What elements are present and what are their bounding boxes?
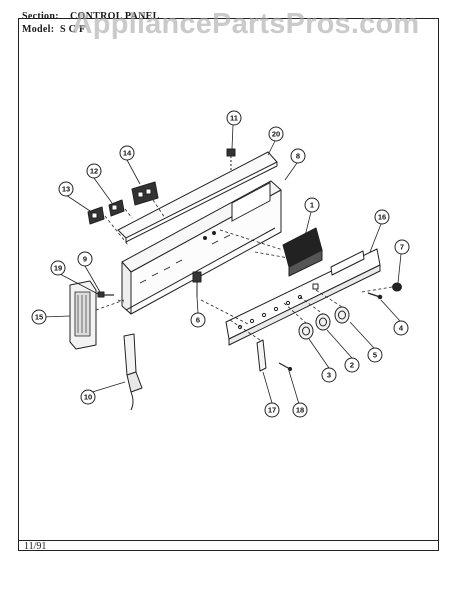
callout-3 bbox=[321, 367, 337, 383]
callout-7 bbox=[394, 239, 410, 255]
callout-4-number: 4 bbox=[399, 324, 404, 333]
callout-5-number: 5 bbox=[373, 351, 377, 360]
callout-9 bbox=[77, 251, 93, 267]
part-17-trim-post bbox=[256, 339, 267, 372]
callout-13 bbox=[58, 181, 74, 197]
callout-18-number: 18 bbox=[296, 406, 304, 415]
section-value: CONTROL PANEL bbox=[70, 11, 160, 22]
callout-12 bbox=[86, 163, 102, 179]
callout-8-number: 8 bbox=[296, 152, 300, 161]
part-3-knob bbox=[298, 322, 314, 340]
callout-19 bbox=[50, 260, 66, 276]
callout-13-number: 13 bbox=[62, 185, 70, 194]
callout-3-number: 3 bbox=[327, 371, 331, 380]
part-19-pin bbox=[97, 291, 105, 298]
callout-15 bbox=[31, 309, 47, 325]
callout-7-number: 7 bbox=[400, 243, 404, 252]
part-16-control-plate bbox=[225, 248, 381, 346]
page-frame bbox=[18, 18, 439, 551]
callout-6 bbox=[190, 312, 206, 328]
callout-20 bbox=[268, 126, 284, 142]
callout-20-number: 20 bbox=[272, 130, 280, 139]
callout-11 bbox=[226, 110, 242, 126]
callout-17-number: 17 bbox=[268, 406, 276, 415]
part-10-bracket bbox=[123, 333, 143, 411]
part-2-knob bbox=[315, 313, 331, 331]
part-5-knob bbox=[334, 306, 350, 324]
callout-15-number: 15 bbox=[35, 313, 43, 322]
part-4-screw bbox=[367, 292, 383, 300]
callout-11-number: 11 bbox=[230, 114, 238, 123]
part-20-trim-strip bbox=[117, 151, 278, 243]
part-14-switch-block bbox=[131, 181, 159, 206]
callout-2-number: 2 bbox=[350, 361, 354, 370]
callout-10 bbox=[80, 389, 96, 405]
part-18-screw bbox=[278, 362, 293, 372]
callout-14-number: 14 bbox=[123, 149, 132, 158]
callout-18 bbox=[292, 402, 308, 418]
callout-5 bbox=[367, 347, 383, 363]
watermark: AppliancePartsPros.com bbox=[71, 8, 420, 40]
part-11-clip bbox=[226, 148, 236, 170]
part-13-switch bbox=[87, 206, 105, 225]
part-15-end-cap bbox=[69, 280, 97, 350]
callout-16-number: 16 bbox=[378, 213, 386, 222]
revision-date: 11/91 bbox=[24, 541, 47, 552]
callout-14 bbox=[119, 145, 135, 161]
callout-19-number: 19 bbox=[54, 264, 62, 273]
callout-10-number: 10 bbox=[84, 393, 92, 402]
part-6-clip bbox=[192, 271, 202, 297]
model-label: Model: bbox=[22, 24, 55, 35]
part-7-knob bbox=[392, 282, 402, 292]
part-1-timer-module bbox=[282, 227, 323, 277]
part-8-panel-housing bbox=[121, 180, 282, 315]
callout-1 bbox=[304, 197, 320, 213]
section-label: Section: bbox=[22, 11, 59, 22]
callout-16 bbox=[374, 209, 390, 225]
footer-divider bbox=[18, 540, 439, 541]
callout-9-number: 9 bbox=[83, 255, 87, 264]
callout-1-number: 1 bbox=[310, 201, 314, 210]
callout-6-number: 6 bbox=[196, 316, 200, 325]
callout-8 bbox=[290, 148, 306, 164]
callout-12-number: 12 bbox=[90, 167, 98, 176]
callout-17 bbox=[264, 402, 280, 418]
part-12-switch bbox=[108, 199, 125, 217]
model-value: S C F bbox=[60, 24, 86, 35]
callout-2 bbox=[344, 357, 360, 373]
callout-4 bbox=[393, 320, 409, 336]
